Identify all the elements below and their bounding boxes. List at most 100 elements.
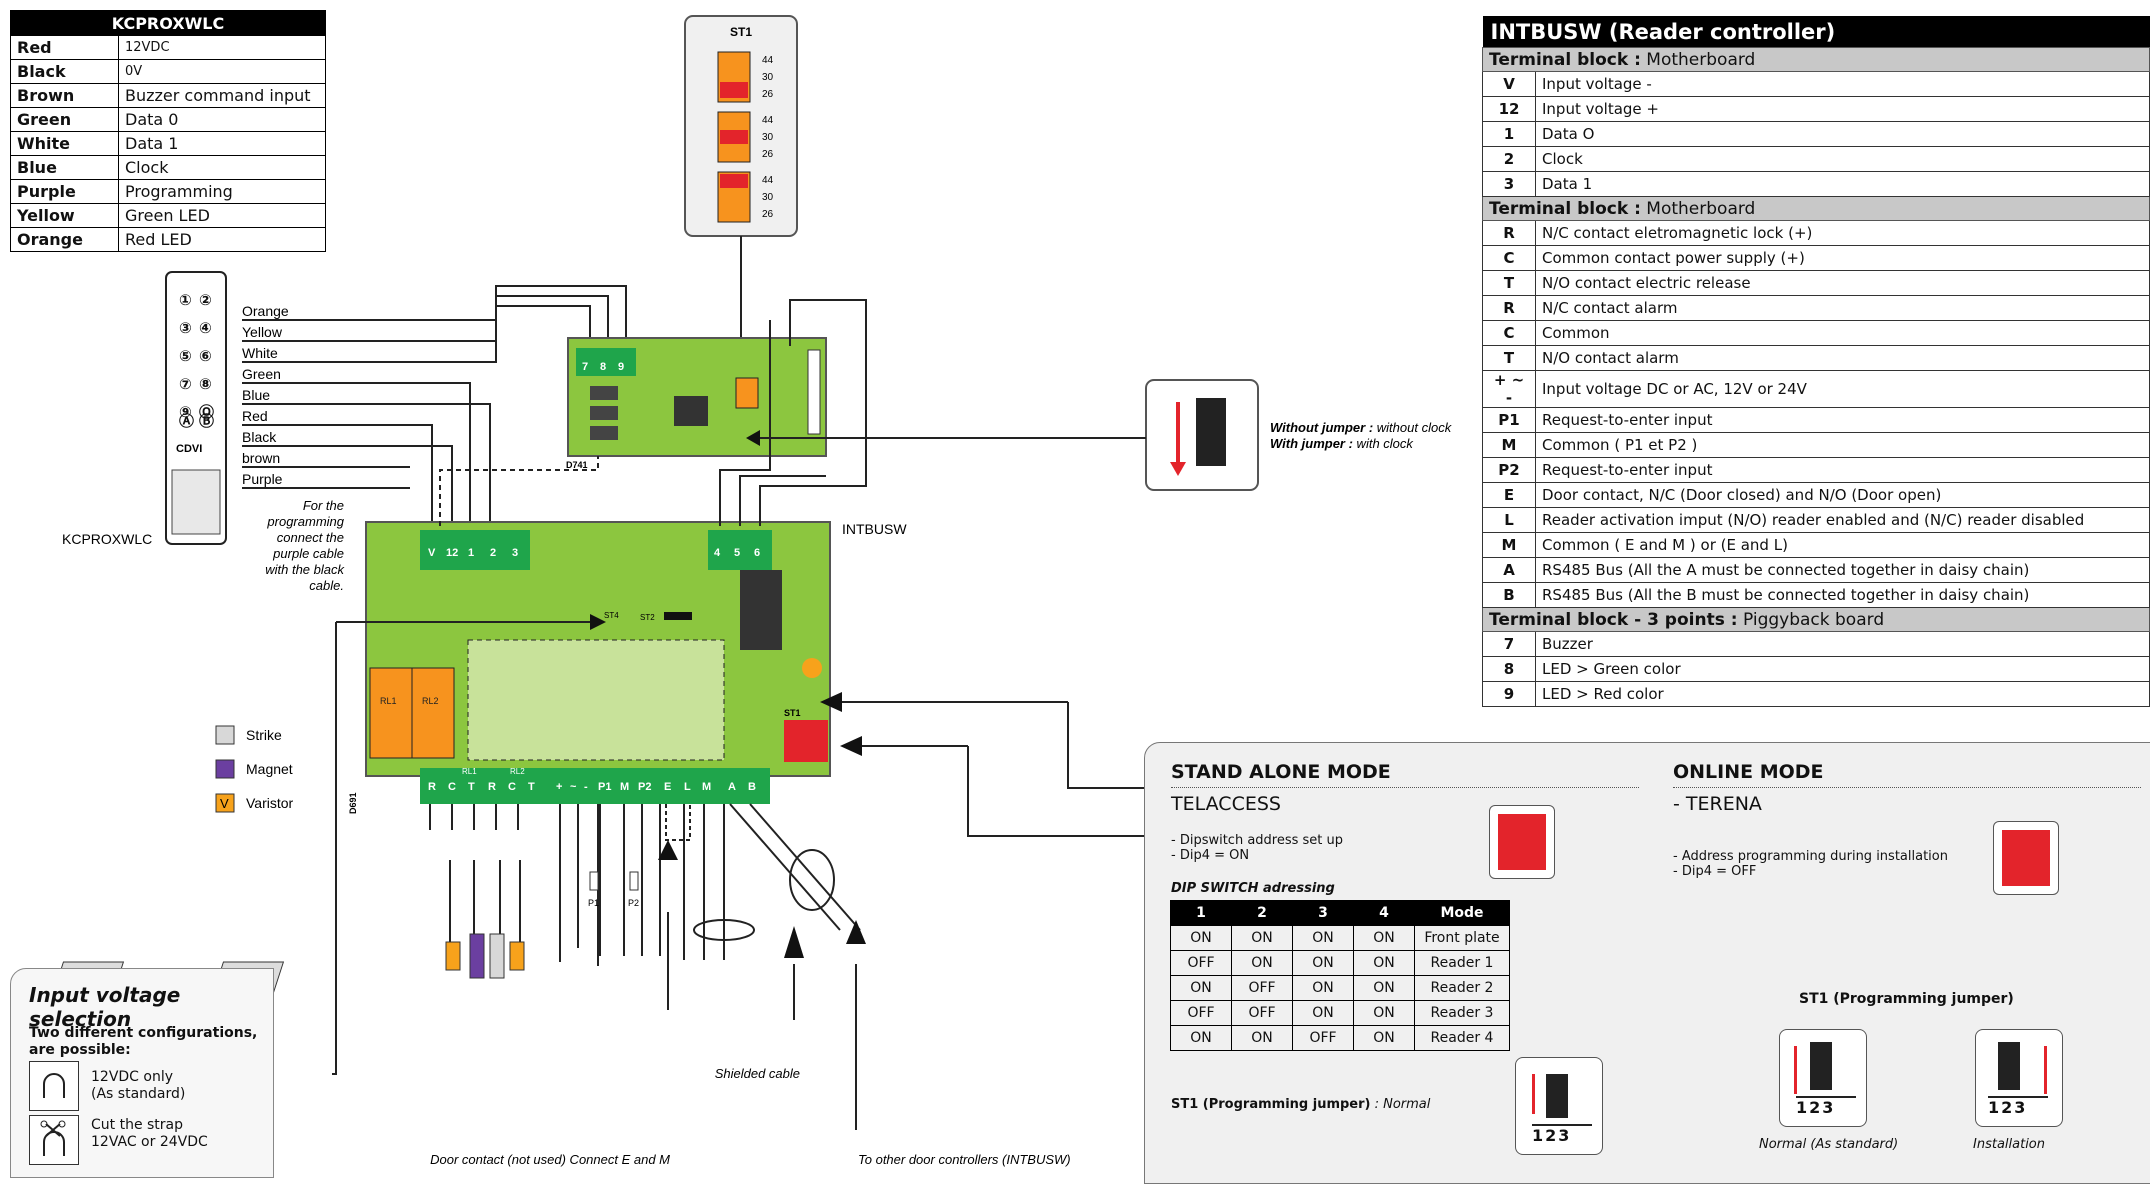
- svg-text:2: 2: [490, 547, 496, 559]
- dip-arrows: [332, 614, 1146, 1075]
- svg-text:Black: Black: [242, 429, 277, 445]
- svg-text:~: ~: [570, 781, 577, 793]
- svg-text:①: ①: [179, 292, 192, 309]
- svg-text:RL2: RL2: [510, 767, 525, 776]
- section-header: Terminal block - 3 points : Piggyback bo…: [1482, 607, 2150, 632]
- svg-text:30: 30: [762, 192, 774, 203]
- svg-text:Ⓐ: Ⓐ: [179, 412, 194, 430]
- svg-text:Orange: Orange: [242, 303, 289, 319]
- clock-jumper-note-2: With jumper : with clock: [1270, 436, 1414, 451]
- kc-table-title: KCPROXWLC: [10, 10, 326, 36]
- svg-text:6: 6: [754, 547, 760, 559]
- svg-text:E: E: [664, 781, 671, 793]
- strap-intact-icon: [29, 1061, 79, 1111]
- reader-label: KCPROXWLC: [62, 531, 152, 547]
- svg-text:+: +: [556, 781, 562, 793]
- voltage-title: Input voltage selection: [29, 983, 181, 1031]
- svg-text:⑦: ⑦: [179, 376, 192, 393]
- other-controllers-label: To other door controllers (INTBUSW): [858, 1152, 1071, 1167]
- wire-function: Programming: [118, 179, 326, 204]
- svg-text:9: 9: [618, 361, 624, 373]
- wire-color: Blue: [10, 155, 119, 180]
- svg-text:-: -: [584, 781, 588, 793]
- wire-function: Data 0: [118, 107, 326, 132]
- svg-text:Strike: Strike: [246, 727, 282, 743]
- svg-text:Magnet: Magnet: [246, 761, 293, 777]
- wire-function: Buzzer command input: [118, 83, 326, 108]
- svg-text:Blue: Blue: [242, 387, 270, 403]
- online-line-2: - Dip4 = OFF: [1673, 864, 1757, 879]
- svg-text:44: 44: [762, 55, 774, 66]
- wire-function: 0V: [118, 59, 326, 84]
- online-mode-title: ONLINE MODE: [1673, 761, 1824, 783]
- wire-color: Brown: [10, 83, 119, 108]
- brand-logo: CDVI: [176, 443, 202, 455]
- wire-function: Green LED: [118, 203, 326, 228]
- svg-text:Varistor: Varistor: [246, 795, 294, 811]
- shielded-cable-label: Shielded cable: [715, 1066, 800, 1081]
- svg-text:3: 3: [512, 547, 518, 559]
- svg-text:brown: brown: [242, 450, 280, 466]
- p1-label: P1: [588, 898, 599, 908]
- svg-text:44: 44: [762, 175, 774, 186]
- svg-text:Ⓞ: Ⓞ: [199, 403, 214, 421]
- normal-label: Normal (As standard): [1759, 1137, 1899, 1152]
- section-header: Terminal block : Motherboard: [1482, 196, 2150, 221]
- stand-alone-title: STAND ALONE MODE: [1171, 761, 1391, 783]
- svg-text:Purple: Purple: [242, 471, 283, 487]
- st1-jumper-installation: 123: [1975, 1029, 2063, 1127]
- online-line-1: - Address programming during installatio…: [1673, 849, 1948, 864]
- voltage-option-1-note: (As standard): [91, 1086, 186, 1102]
- p2-label: P2: [628, 898, 639, 908]
- svg-text:R: R: [428, 781, 436, 793]
- svg-text:12: 12: [446, 547, 458, 559]
- bottom-wiring: [429, 803, 861, 1130]
- svg-text:D691: D691: [348, 792, 358, 814]
- piggyback-board: 7 8 9 D741: [566, 337, 827, 470]
- svg-text:D741: D741: [566, 460, 588, 470]
- svg-text:ST1: ST1: [730, 25, 752, 39]
- clock-jumper: [746, 379, 1259, 491]
- svg-text:26: 26: [762, 149, 774, 160]
- svg-text:③: ③: [179, 320, 192, 337]
- wire-color: Orange: [10, 227, 119, 252]
- intbusw-table-title: INTBUSW (Reader controller): [1482, 16, 2150, 48]
- svg-text:P2: P2: [638, 781, 651, 793]
- svg-text:⑨: ⑨: [179, 404, 192, 421]
- svg-text:Ⓑ: Ⓑ: [199, 412, 214, 430]
- svg-text:Green: Green: [242, 366, 281, 382]
- input-voltage-selection: Input voltage selection Two different co…: [10, 968, 274, 1178]
- telaccess-label: TELACCESS: [1171, 793, 1281, 815]
- sa-line-2: - Dip4 = ON: [1171, 848, 1250, 863]
- svg-text:26: 26: [762, 209, 774, 220]
- wire-function: 12VDC: [118, 35, 326, 60]
- svg-text:C: C: [508, 781, 516, 793]
- voltage-option-2-note: 12VAC or 24VDC: [91, 1134, 208, 1150]
- intbusw-terminal-table: INTBUSW (Reader controller) Terminal blo…: [1482, 16, 2150, 707]
- wire-color: Purple: [10, 179, 119, 204]
- svg-text:B: B: [748, 781, 756, 793]
- voltage-option-2: Cut the strap: [91, 1117, 184, 1133]
- svg-text:ST1: ST1: [784, 708, 801, 718]
- svg-text:P1: P1: [598, 781, 611, 793]
- svg-text:30: 30: [762, 72, 774, 83]
- wire-function: Red LED: [118, 227, 326, 252]
- svg-text:M: M: [702, 781, 711, 793]
